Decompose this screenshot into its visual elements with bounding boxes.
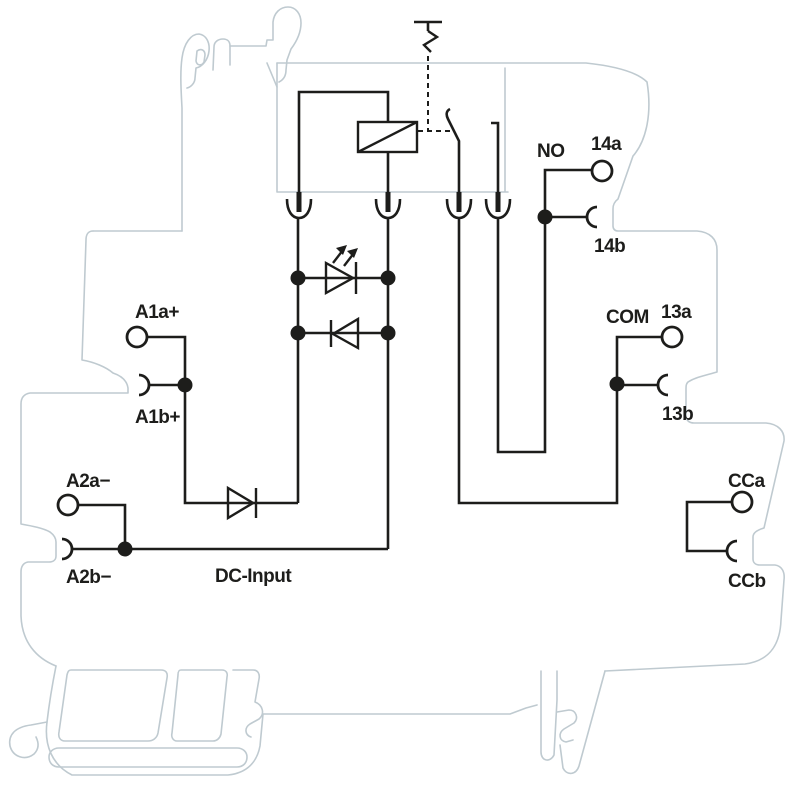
terminal-circle-13a: [660, 325, 684, 349]
wire-coil-loop: [297, 90, 390, 195]
terminal-socket-a2b: [61, 537, 74, 561]
junction-dot-com: [609, 376, 625, 392]
label-13a: 13a: [661, 302, 692, 323]
diode-triangle: [330, 316, 360, 351]
foot-right-latch-inner: [540, 670, 558, 761]
foot-left-outline: [8, 665, 57, 759]
junction-dot-diode-right: [380, 325, 396, 341]
switch-lever: [445, 107, 461, 195]
circuit: A1a+ A1b+ A2a− A2b− DC-Input NO 14a 14b …: [56, 20, 766, 592]
contact-pin: [385, 192, 391, 212]
module-housing-outline: [8, 6, 785, 776]
din-rail-foot: [8, 665, 606, 776]
label-dc-input: DC-Input: [215, 566, 292, 587]
terminal-socket-a1b: [138, 373, 151, 397]
actuator-spring: [422, 30, 440, 53]
terminal-socket-ccb: [725, 539, 738, 563]
coil-diagonal: [357, 120, 418, 154]
wire-cc-jumper: [685, 500, 732, 553]
plug-contact-1: [285, 192, 313, 220]
foot-left-base: [45, 713, 264, 776]
switch-no-contact: [445, 107, 500, 195]
foot-right-latch-outer: [559, 670, 606, 775]
plug-contact-2: [374, 192, 402, 220]
junction-dots: [117, 209, 625, 557]
junction-dot-led-right: [380, 270, 396, 286]
terminal-socket-13b: [656, 373, 669, 397]
latch-thumb: [229, 6, 302, 83]
terminal-circle-cca: [730, 490, 754, 514]
label-cca: CCa: [728, 471, 765, 492]
diode-triangle: [226, 485, 256, 521]
junction-dot-a2: [117, 541, 133, 557]
terminal-circle-a1a: [125, 325, 149, 349]
relay-coil: [356, 120, 419, 154]
switch-fixed-terminal: [491, 121, 500, 195]
coil-box: [356, 120, 419, 154]
foot-right-latch-hook: [556, 709, 578, 743]
foot-window-1: [57, 669, 169, 742]
release-latch: [180, 6, 302, 232]
reverse-diode: [329, 316, 360, 351]
led-arrowhead-1: [336, 245, 347, 255]
terminal-socket-14b: [585, 205, 598, 229]
plug-contact-3: [445, 192, 473, 220]
latch-bar: [212, 38, 231, 71]
din-rail-line: [262, 704, 538, 715]
contact-pin: [495, 192, 501, 212]
latch-diagonal: [266, 62, 278, 88]
label-com: COM: [606, 307, 649, 328]
latch-hook: [180, 33, 210, 232]
foot-clip-piece: [232, 669, 264, 738]
junction-dot-a1: [177, 377, 193, 393]
label-a2b: A2b−: [66, 567, 111, 588]
plug-contacts: [285, 192, 512, 220]
contact-pin: [456, 192, 462, 212]
label-a1a: A1a+: [135, 302, 179, 323]
label-14b: 14b: [594, 236, 625, 257]
terminal-circle-14a: [590, 159, 614, 183]
label-no: NO: [537, 141, 565, 162]
top-right-silhouette: [276, 62, 785, 672]
contact-pin: [296, 192, 302, 212]
label-ccb: CCb: [728, 571, 766, 592]
junction-dot-diode-left: [290, 325, 306, 341]
plug-contact-4: [484, 192, 512, 220]
foot-slot: [48, 747, 248, 768]
led-arrowhead-2: [347, 248, 358, 258]
led-indicator: [324, 245, 358, 296]
wire-com-net: [457, 218, 662, 505]
junction-dot-led-left: [290, 270, 306, 286]
junction-dot-no: [537, 209, 553, 225]
label-13b: 13b: [662, 404, 693, 425]
labels: A1a+ A1b+ A2a− A2b− DC-Input NO 14a 14b …: [66, 134, 766, 592]
terminal-circle-a2a: [56, 493, 80, 517]
relay-compartment: [276, 62, 509, 193]
manual-test-actuator: [414, 20, 452, 132]
label-a2a: A2a−: [66, 471, 110, 492]
label-a1b: A1b+: [135, 407, 180, 428]
led-triangle: [324, 260, 356, 296]
terminals: [56, 159, 754, 563]
label-14a: 14a: [591, 134, 622, 155]
foot-window-2: [170, 669, 229, 742]
series-input-diode: [226, 485, 258, 521]
latch-hole: [195, 48, 206, 66]
left-silhouette: [20, 230, 129, 667]
wire-dc-input: [72, 503, 388, 551]
